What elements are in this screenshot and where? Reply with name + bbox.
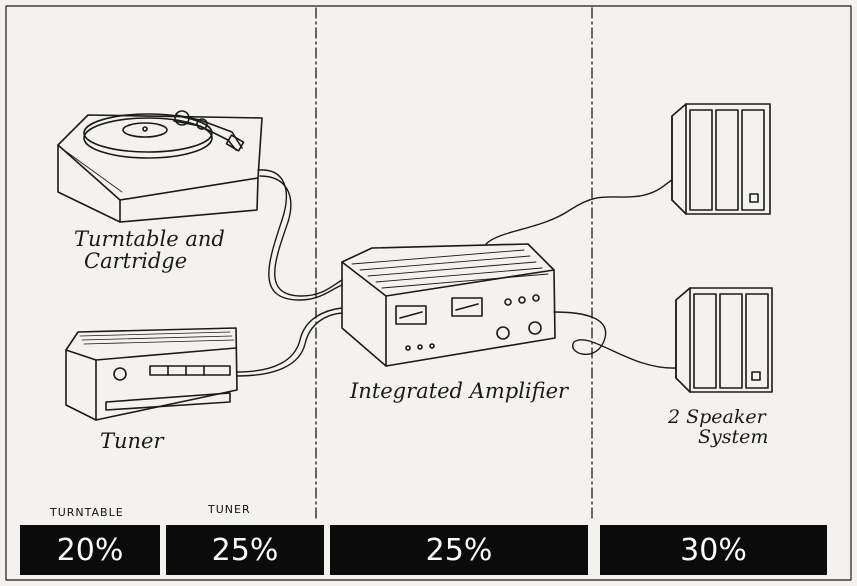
speaker-label-line1: 2 Speaker xyxy=(668,406,766,428)
amplifier-label: Integrated Amplifier xyxy=(350,379,569,403)
turntable-label: Turntable and Cartridge xyxy=(74,228,225,272)
tuner-percentage-bar: 25% xyxy=(166,525,324,575)
tuner-caption: TUNER xyxy=(208,503,251,516)
amplifier-drawing xyxy=(341,243,556,367)
speaker-label-line2: System xyxy=(698,425,769,448)
tuner-label: Tuner xyxy=(100,429,164,453)
speaker-bottom-drawing xyxy=(675,287,773,393)
speaker-top-drawing xyxy=(671,103,771,215)
speakers-percentage: 30% xyxy=(680,532,747,568)
cables xyxy=(236,169,677,377)
turntable-label-line2: Cartridge xyxy=(84,249,188,274)
speaker-label: 2 Speaker System xyxy=(668,406,769,448)
turntable-percentage-bar: 20% xyxy=(20,525,160,575)
tuner-percentage: 25% xyxy=(211,532,279,568)
turntable-caption: TURNTABLE xyxy=(50,506,124,519)
speakers-percentage-bar: 30% xyxy=(600,525,827,575)
frame-border xyxy=(5,5,852,581)
turntable-drawing xyxy=(57,110,263,223)
amplifier-percentage: 25% xyxy=(425,532,493,568)
turntable-label-line1: Turntable and xyxy=(74,227,225,251)
amplifier-percentage-bar: 25% xyxy=(330,525,588,575)
turntable-percentage: 20% xyxy=(56,532,124,568)
tuner-drawing xyxy=(65,327,238,421)
